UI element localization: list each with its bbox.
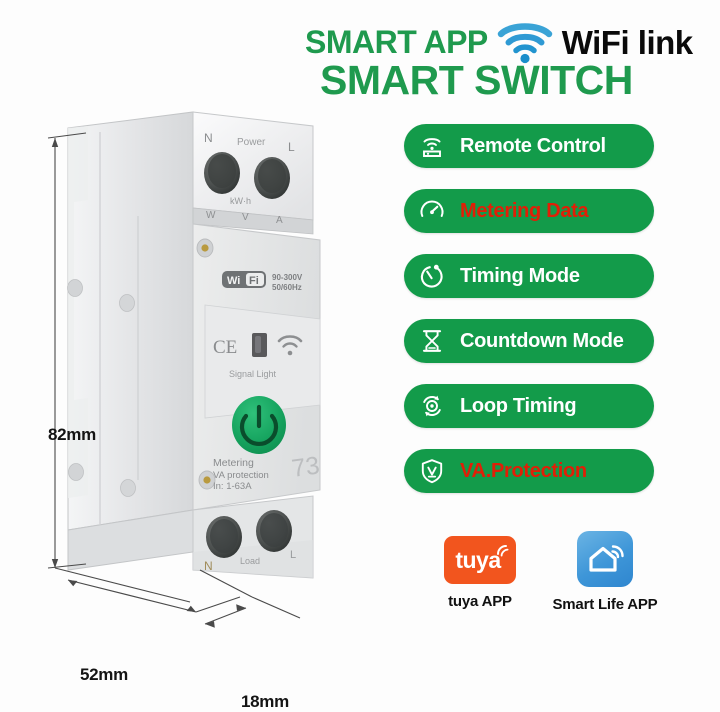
device-front-face: Wi Fi 90-300V 50/60Hz CE (192, 223, 321, 511)
banner-header: SMART APP WiFi link SMART SWITCH (0, 0, 720, 120)
top-terminal-label-power: Power (237, 137, 266, 148)
feature-list: Remote Control Metering Data Timing (404, 124, 654, 514)
frequency-rating: 50/60Hz (272, 283, 302, 292)
unit-watt: W (206, 210, 216, 221)
dimension-depth-label: 52mm (80, 665, 128, 684)
remote-control-icon (418, 132, 446, 160)
dimension-lines (47, 132, 301, 628)
signal-light-label: Signal Light (229, 369, 277, 379)
ce-mark-icon: CE (213, 337, 237, 358)
unit-volt: V (242, 212, 249, 223)
feature-label: VA.Protection (460, 459, 587, 482)
app-smart-life[interactable]: Smart Life APP (550, 528, 660, 613)
house-signal-icon (589, 545, 624, 572)
signal-wave-icon (497, 545, 509, 557)
feature-pill-remote-control[interactable]: Remote Control (404, 124, 654, 168)
gauge-icon (418, 197, 446, 225)
app-name: tuya APP (448, 593, 512, 610)
feature-label: Timing Mode (460, 264, 580, 287)
feature-label: Remote Control (460, 134, 606, 157)
tuya-logo: tuya (444, 536, 516, 584)
smart-app-heading: SMART APP (305, 24, 488, 60)
feature-pill-va-protection[interactable]: VA.Protection (404, 449, 654, 493)
timer-icon (418, 262, 446, 290)
mould-stamp: 73 (290, 451, 321, 483)
spec-metering: Metering (213, 457, 254, 469)
feature-label: Metering Data (460, 199, 589, 222)
feature-label: Countdown Mode (460, 329, 624, 352)
feature-pill-timing-mode[interactable]: Timing Mode (404, 254, 654, 298)
product-illustration: N Power L kW·h W V A (0, 100, 400, 711)
bottom-terminal-label-l: L (290, 549, 296, 561)
unit-amp: A (276, 215, 283, 226)
wifi-icon (497, 23, 553, 64)
app-tuya[interactable]: tuya tuya APP (425, 528, 535, 610)
spec-current-range: In: 1-63A (213, 481, 252, 492)
top-terminal-block: N Power L kW·h W V A (192, 111, 314, 235)
feature-pill-metering-data[interactable]: Metering Data (404, 189, 654, 233)
power-button[interactable] (232, 396, 286, 454)
dimension-height-label: 82mm (48, 425, 96, 444)
hourglass-icon (418, 327, 446, 355)
dimension-width-label: 18mm (241, 692, 289, 711)
app-name: Smart Life APP (552, 596, 658, 613)
unit-kwh: kW·h (230, 196, 251, 206)
top-terminal-label-l: L (288, 140, 295, 154)
bottom-terminal-label-n: N (204, 559, 213, 573)
smart-switch-heading: SMART SWITCH (320, 57, 633, 103)
top-terminal-label-n: N (204, 131, 213, 145)
companion-apps: tuya tuya APP Smart Life APP (415, 528, 665, 638)
device-body (67, 111, 194, 571)
tuya-wordmark: tuya (455, 547, 501, 573)
spec-va-protection: VA protection (213, 470, 269, 481)
smart-life-logo (577, 531, 633, 587)
device-wifi-icon (277, 335, 303, 356)
voltage-rating: 90-300V (272, 273, 303, 282)
header-top-row: SMART APP WiFi link (305, 20, 693, 64)
feature-pill-loop-timing[interactable]: Loop Timing (404, 384, 654, 428)
feature-pill-countdown-mode[interactable]: Countdown Mode (404, 319, 654, 363)
loop-refresh-icon (418, 392, 446, 420)
feature-label: Loop Timing (460, 394, 577, 417)
wifi-badge-wi: Wi (227, 275, 240, 287)
wifi-badge: Wi Fi (222, 271, 266, 288)
wifi-link-heading: WiFi link (561, 23, 693, 61)
din-rail-smart-switch-render: N Power L kW·h W V A (47, 111, 321, 628)
bottom-terminal-label-load: Load (240, 556, 260, 566)
wifi-badge-fi: Fi (249, 275, 259, 287)
shield-check-icon (418, 457, 446, 485)
bottom-terminal-block: N Load L (192, 495, 314, 579)
